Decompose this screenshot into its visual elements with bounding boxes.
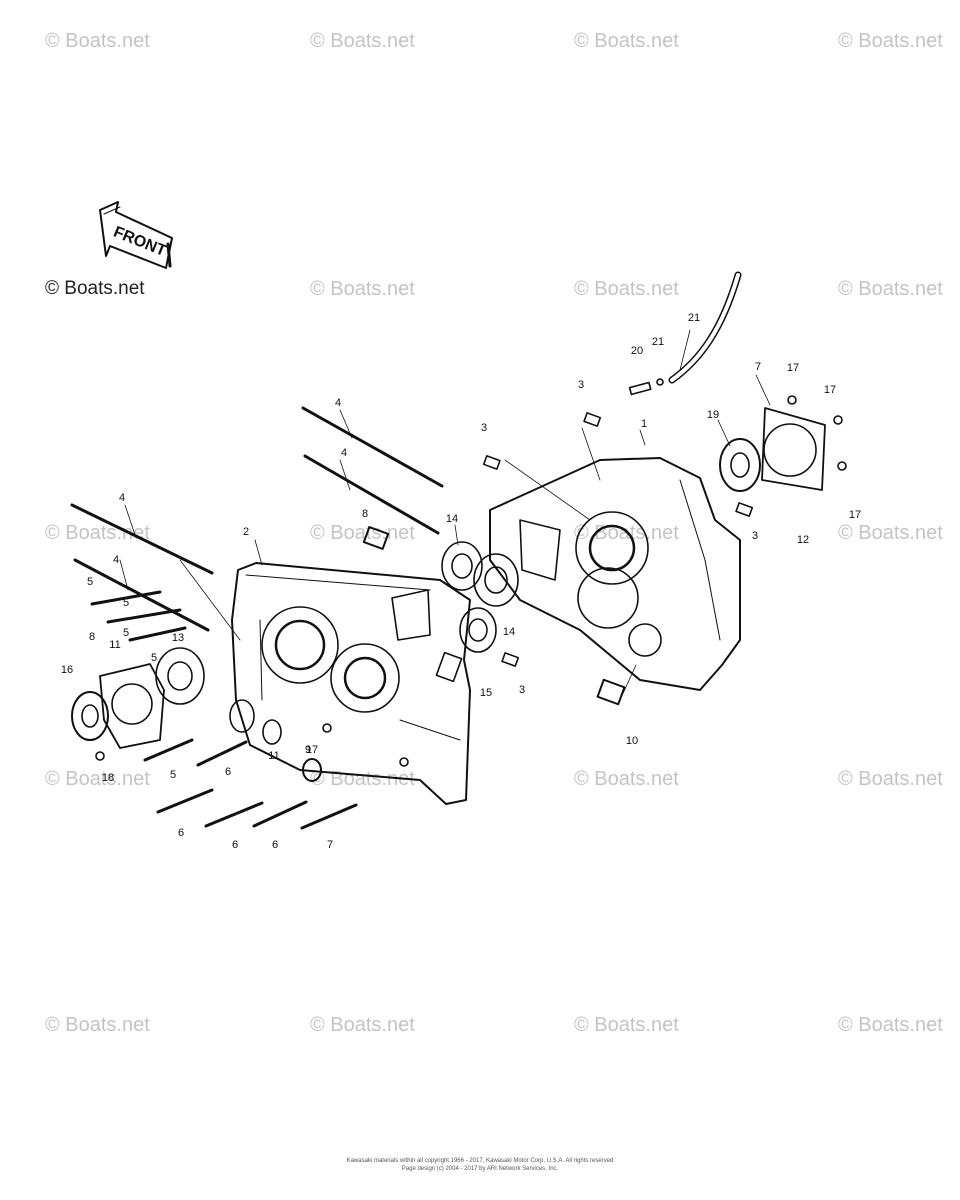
callout-number: 21 bbox=[651, 336, 665, 348]
callout-number: 17 bbox=[823, 384, 837, 396]
callout-number: 14 bbox=[445, 513, 459, 525]
callout-number: 17 bbox=[848, 509, 862, 521]
watermark: © Boats.net bbox=[838, 768, 943, 790]
watermark: © Boats.net bbox=[310, 522, 415, 544]
watermark: © Boats.net bbox=[574, 1014, 679, 1036]
callout-number: 6 bbox=[271, 839, 279, 851]
callout-number: 3 bbox=[577, 379, 585, 391]
callout-number: 1 bbox=[640, 418, 648, 430]
callout-number: 7 bbox=[754, 361, 762, 373]
left-crankcase-half bbox=[231, 562, 471, 805]
watermark: © Boats.net bbox=[838, 1014, 943, 1036]
callout-number: 5 bbox=[86, 576, 94, 588]
watermark: © Boats.net bbox=[45, 30, 150, 52]
callout-number: 6 bbox=[231, 839, 239, 851]
callout-number: 15 bbox=[479, 687, 493, 699]
seal-cover bbox=[719, 407, 826, 492]
breather-tube bbox=[628, 271, 742, 396]
watermark: © Boats.net bbox=[574, 30, 679, 52]
callout-number: 3 bbox=[518, 684, 526, 696]
watermark-dark: © Boats.net bbox=[45, 278, 145, 299]
watermark: © Boats.net bbox=[45, 522, 150, 544]
right-crankcase-half bbox=[489, 457, 741, 691]
callout-number: 3 bbox=[480, 422, 488, 434]
callout-number: 5 bbox=[122, 627, 130, 639]
watermark: © Boats.net bbox=[310, 278, 415, 300]
watermark: © Boats.net bbox=[45, 1014, 150, 1036]
callout-number: 2 bbox=[242, 526, 250, 538]
watermark: © Boats.net bbox=[574, 768, 679, 790]
callout-number: 11 bbox=[109, 639, 121, 651]
callout-number: 4 bbox=[334, 397, 342, 409]
callout-number: 5 bbox=[150, 652, 158, 664]
callout-number: 4 bbox=[340, 447, 348, 459]
bolt bbox=[90, 590, 358, 830]
callout-number: 5 bbox=[169, 769, 177, 781]
callout-number: 9 bbox=[304, 744, 312, 756]
front-arrow-icon: FRONT bbox=[99, 201, 173, 269]
callout-number: 8 bbox=[361, 508, 369, 520]
callout-number: 17 bbox=[786, 362, 800, 374]
watermark: © Boats.net bbox=[45, 768, 150, 790]
callout-number: 13 bbox=[171, 632, 185, 644]
oil-seal bbox=[71, 663, 322, 782]
watermark: © Boats.net bbox=[838, 278, 943, 300]
dowel-pin bbox=[362, 412, 754, 706]
watermark: © Boats.net bbox=[838, 522, 943, 544]
callout-number: 4 bbox=[112, 554, 120, 566]
copyright-line: Kawasaki materials within all copyright … bbox=[346, 1158, 614, 1164]
callout-number: 5 bbox=[122, 597, 130, 609]
callout-number: 6 bbox=[224, 766, 232, 778]
leader-line bbox=[119, 329, 771, 701]
callout-number: 6 bbox=[177, 827, 185, 839]
callout-number: 3 bbox=[751, 530, 759, 542]
callout-number: 10 bbox=[625, 735, 639, 747]
watermark: © Boats.net bbox=[310, 30, 415, 52]
callout-number: 14 bbox=[502, 626, 516, 638]
callout-number: 11 bbox=[268, 750, 280, 762]
front-label: FRONT bbox=[111, 224, 169, 260]
callout-number: 17 bbox=[305, 744, 319, 756]
watermark: © Boats.net bbox=[574, 278, 679, 300]
callout-number: 4 bbox=[118, 492, 126, 504]
callout-number: 8 bbox=[88, 631, 96, 643]
callout-number: 18 bbox=[101, 772, 115, 784]
callout-number: 12 bbox=[796, 534, 810, 546]
callout-number: 16 bbox=[60, 664, 74, 676]
callout-number: 19 bbox=[706, 409, 720, 421]
screw bbox=[95, 395, 847, 761]
watermark: © Boats.net bbox=[838, 30, 943, 52]
watermark: © Boats.net bbox=[310, 1014, 415, 1036]
callout-number: 7 bbox=[326, 839, 334, 851]
bearing bbox=[155, 541, 519, 705]
callout-number: 21 bbox=[687, 312, 701, 324]
callout-number: 20 bbox=[630, 345, 644, 357]
copyright-line: Page design (c) 2004 - 2017 by ARI Netwo… bbox=[401, 1166, 559, 1172]
